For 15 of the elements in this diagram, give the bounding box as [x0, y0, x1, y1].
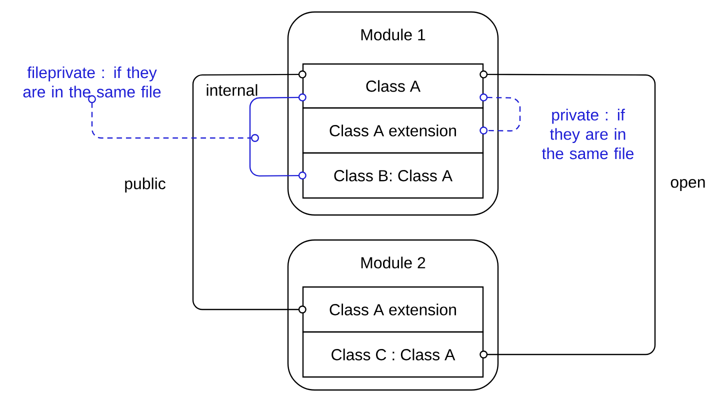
annotation-text: public [125, 178, 166, 192]
connector [249, 93, 306, 180]
annotation-text: internal [206, 84, 258, 96]
annotation-text: private : if they are in the same file [542, 108, 634, 160]
class-box: Class A extension [302, 286, 484, 333]
connector [480, 70, 656, 358]
connector [88, 95, 259, 142]
class-box: Class C : Class A [302, 331, 484, 378]
class-box: Class B: Class A [302, 152, 484, 199]
annotation-text: open [670, 179, 705, 191]
note-text: fileprivate : if they are in the same file [23, 66, 161, 98]
class-box: Class A [302, 63, 484, 109]
connector [192, 70, 306, 314]
class-box: Class A extension [302, 107, 484, 154]
connector [480, 93, 521, 134]
